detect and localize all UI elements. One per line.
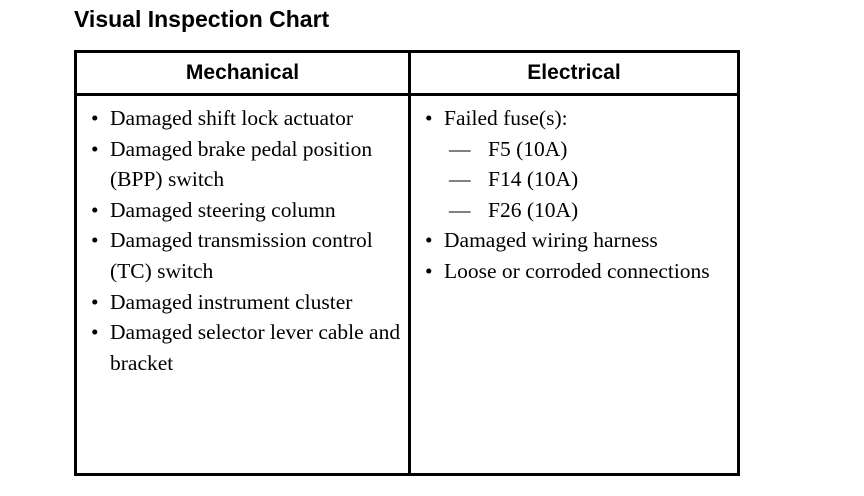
list-item: • Damaged steering column [91, 195, 402, 226]
list-item-label: Damaged transmission control (TC) switch [110, 228, 373, 283]
table-cell-electrical: • Failed fuse(s): — F5 (10A) — F14 (10A) [411, 96, 737, 287]
list-item: • Damaged brake pedal position (BPP) swi… [91, 134, 402, 195]
em-dash-icon: — [449, 197, 471, 222]
list-item-label: Damaged selector lever cable and bracket [110, 320, 401, 375]
inspection-table: Mechanical Electrical • Damaged shift lo… [74, 50, 740, 476]
failed-fuse-sublist: — F5 (10A) — F14 (10A) — F26 (10A) [444, 134, 731, 226]
bullet-icon: • [91, 197, 99, 222]
column-header-mechanical: Mechanical [185, 61, 300, 84]
column-divider [408, 53, 411, 473]
bullet-icon: • [425, 106, 433, 130]
list-item-label: Damaged wiring harness [444, 228, 658, 253]
column-header-electrical: Electrical [527, 61, 621, 84]
bullet-icon: • [425, 228, 433, 253]
bullet-icon: • [91, 228, 99, 253]
bullet-icon: • [91, 136, 99, 161]
sub-list-item-label: F14 (10A) [488, 167, 579, 192]
list-item-label: Damaged steering column [110, 197, 336, 222]
mechanical-bullet-list: • Damaged shift lock actuator • Damaged … [91, 103, 402, 378]
sub-list-item: — F14 (10A) [444, 164, 731, 195]
list-item: • Damaged wiring harness [425, 225, 731, 256]
list-item: • Damaged transmission control (TC) swit… [91, 225, 402, 286]
list-item: • Damaged shift lock actuator [91, 103, 402, 134]
list-item: • Loose or corroded connections [425, 256, 731, 287]
list-item: • Failed fuse(s): — F5 (10A) — F14 (10A) [425, 103, 731, 225]
sub-list-item: — F26 (10A) [444, 195, 731, 226]
electrical-bullet-list: • Failed fuse(s): — F5 (10A) — F14 (10A) [425, 103, 731, 287]
list-item: • Damaged selector lever cable and brack… [91, 317, 402, 378]
sub-list-item: — F5 (10A) [444, 134, 731, 165]
list-item: • Damaged instrument cluster [91, 287, 402, 318]
sub-list-item-label: F5 (10A) [488, 136, 568, 161]
table-cell-mechanical: • Damaged shift lock actuator • Damaged … [77, 96, 408, 378]
em-dash-icon: — [449, 136, 471, 161]
bullet-icon: • [91, 320, 99, 345]
list-item-label: Damaged brake pedal position (BPP) switc… [110, 136, 373, 192]
list-item-label: Loose or corroded connections [444, 258, 710, 283]
bullet-icon: • [425, 258, 433, 283]
list-item-label: Damaged shift lock actuator [110, 106, 353, 130]
list-item-label: Damaged instrument cluster [110, 289, 353, 314]
table-header-row: Mechanical Electrical [77, 53, 737, 96]
bullet-icon: • [91, 289, 99, 314]
em-dash-icon: — [449, 167, 471, 192]
page-title: Visual Inspection Chart [74, 6, 330, 32]
list-item-label: Failed fuse(s): [444, 106, 568, 130]
bullet-icon: • [91, 106, 99, 130]
sub-list-item-label: F26 (10A) [488, 197, 579, 222]
